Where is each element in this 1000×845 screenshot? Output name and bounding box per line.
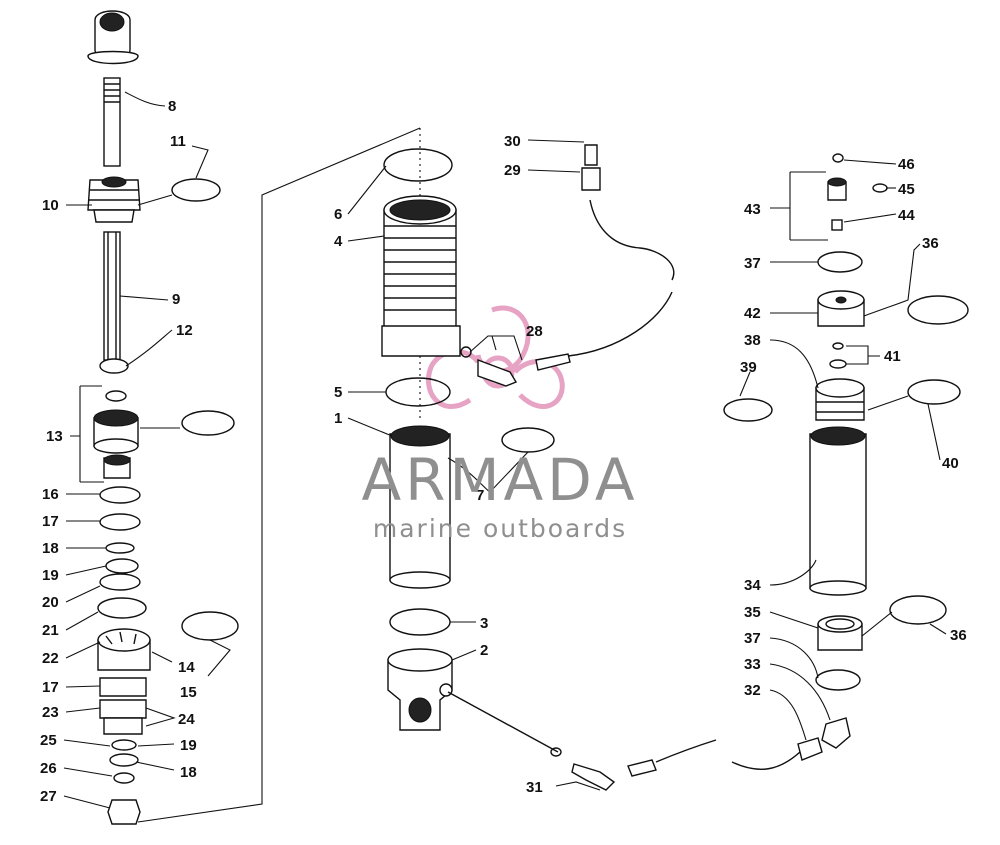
- callout-39: 39: [740, 359, 757, 376]
- callout-20: 20: [42, 594, 59, 611]
- callout-37b: 37: [744, 630, 761, 647]
- callout-9: 9: [172, 291, 180, 308]
- callout-7: 7: [476, 487, 484, 504]
- callout-35: 35: [744, 604, 761, 621]
- left-shaft-assembly: [87, 10, 239, 825]
- callout-6: 6: [334, 206, 342, 223]
- callout-22: 22: [42, 650, 59, 667]
- callout-18b: 18: [180, 764, 197, 781]
- leader-lines: [63, 91, 947, 809]
- callout-8: 8: [168, 98, 176, 115]
- callout-45: 45: [898, 181, 915, 198]
- callout-43: 43: [744, 201, 761, 218]
- callout-44: 44: [898, 207, 915, 224]
- watermark-brand: ARMADA: [361, 446, 638, 514]
- callout-11: 11: [170, 133, 186, 150]
- callout-16: 16: [42, 486, 59, 503]
- callout-23: 23: [42, 704, 59, 721]
- callout-46: 46: [898, 156, 915, 173]
- callout-26: 26: [40, 760, 57, 777]
- callout-33: 33: [744, 656, 761, 673]
- center-cylinder-assembly: [381, 144, 801, 791]
- callout-17: 17: [42, 513, 59, 530]
- callout-10: 10: [42, 197, 59, 214]
- callout-36: 36: [922, 235, 939, 252]
- callout-34: 34: [744, 577, 761, 594]
- callout-36b: 36: [950, 627, 967, 644]
- callout-31: 31: [526, 779, 543, 796]
- callout-18: 18: [42, 540, 59, 557]
- right-reservoir-assembly: [723, 153, 969, 761]
- callout-2: 2: [480, 642, 488, 659]
- watermark-tagline: marine outboards: [373, 514, 627, 543]
- callout-40: 40: [942, 455, 959, 472]
- callout-24: 24: [178, 711, 195, 728]
- callout-15: 15: [180, 684, 197, 701]
- callout-41: 41: [884, 348, 901, 365]
- callout-37: 37: [744, 255, 761, 272]
- callout-14: 14: [178, 659, 195, 676]
- callout-19b: 19: [180, 737, 197, 754]
- callout-5: 5: [334, 384, 342, 401]
- callout-19: 19: [42, 567, 59, 584]
- callout-42: 42: [744, 305, 761, 322]
- callout-27: 27: [40, 788, 57, 805]
- callout-25: 25: [40, 732, 57, 749]
- callout-labels: 8 11 10 9 12 13 16 17 18 19 20 21 22 14 …: [40, 98, 967, 805]
- callout-21: 21: [42, 622, 59, 639]
- callout-13: 13: [46, 428, 63, 445]
- callout-29: 29: [504, 162, 521, 179]
- watermark: ARMADA marine outboards: [361, 446, 638, 543]
- callout-17b: 17: [42, 679, 59, 696]
- callout-32: 32: [744, 682, 761, 699]
- callout-12: 12: [176, 322, 193, 339]
- callout-3: 3: [480, 615, 488, 632]
- callout-30: 30: [504, 133, 521, 150]
- callout-4: 4: [334, 233, 343, 250]
- callout-28: 28: [526, 323, 543, 340]
- callout-38: 38: [744, 332, 761, 349]
- callout-1: 1: [334, 410, 342, 427]
